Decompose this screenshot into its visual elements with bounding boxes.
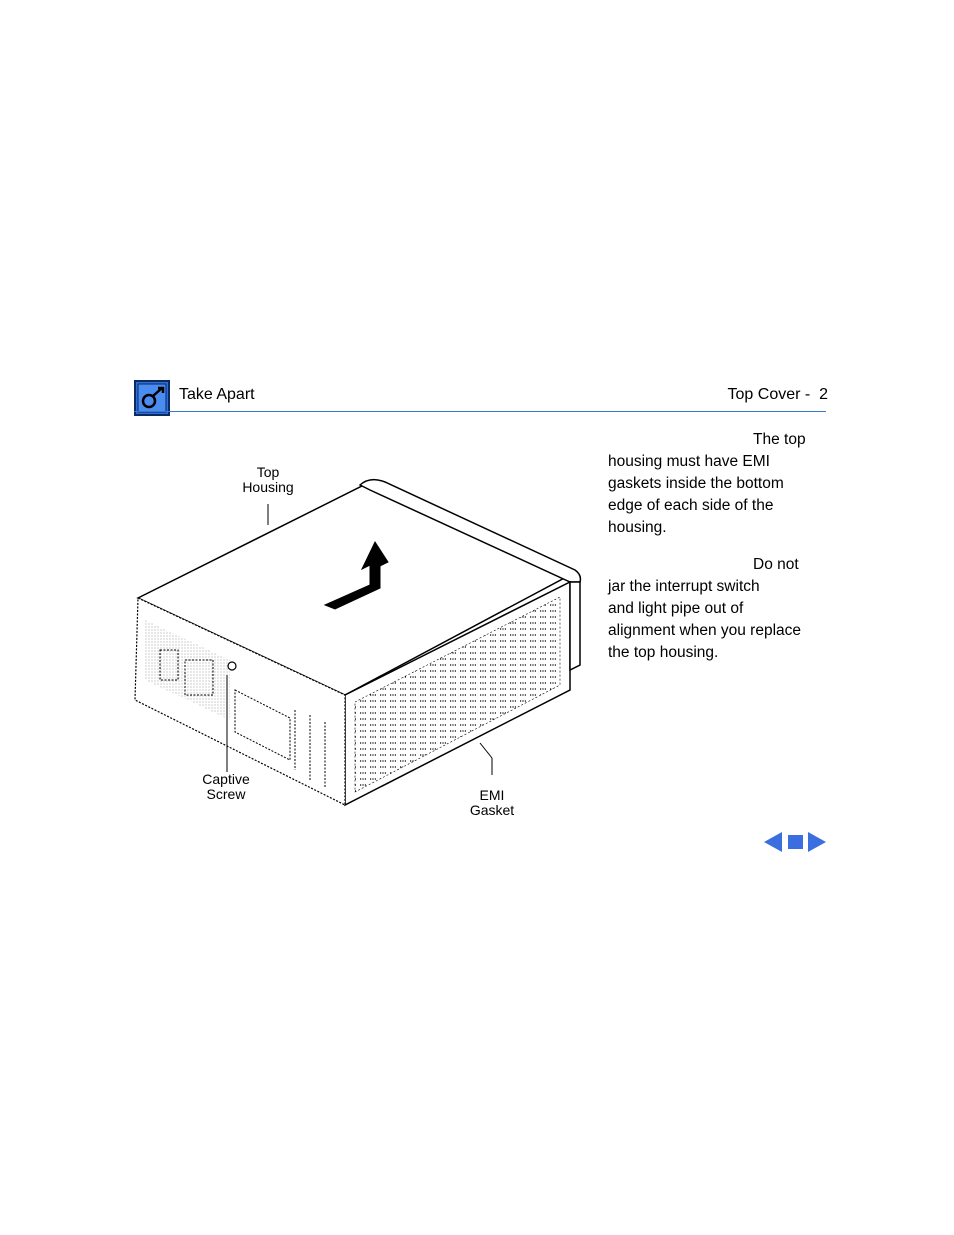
callout-emi-gasket: EMI Gasket (456, 788, 528, 818)
text-line: The top (753, 431, 806, 448)
computer-case-illustration (130, 470, 590, 815)
text-line: Do not (753, 556, 799, 573)
callout-line: Housing (242, 479, 294, 495)
text-line: jar the interrupt switch (608, 578, 760, 595)
text-line: the top housing. (608, 644, 719, 661)
callout-line: EMI (479, 787, 505, 803)
callout-top-housing: Top Housing (232, 465, 304, 495)
text-line: alignment when you replace (608, 622, 802, 639)
text-line: housing must have EMI (608, 453, 770, 470)
section-title: Take Apart (179, 386, 255, 403)
header-divider (134, 411, 826, 412)
wrench-tool-icon (134, 380, 170, 416)
text-line: gaskets inside the bottom (608, 475, 784, 492)
paragraph-interrupt-switch: Do not jar the interrupt switch and ligh… (608, 554, 828, 664)
page-navigation (764, 830, 828, 854)
square-stop-icon[interactable] (788, 835, 803, 849)
callout-line: Screw (206, 786, 246, 802)
text-line: and light pipe out of (608, 600, 744, 617)
text-line: edge of each side of the (608, 497, 774, 514)
right-arrow-icon[interactable] (808, 832, 826, 852)
page-title: Top Cover - 2 (727, 386, 828, 403)
callout-line: Captive (202, 771, 250, 787)
callout-line: Top (256, 464, 280, 480)
left-arrow-icon[interactable] (764, 832, 782, 852)
paragraph-emi-gaskets: The top housing must have EMI gaskets in… (608, 429, 828, 539)
text-line: housing. (608, 519, 667, 536)
callout-line: Gasket (469, 802, 515, 818)
callout-captive-screw: Captive Screw (190, 772, 262, 802)
